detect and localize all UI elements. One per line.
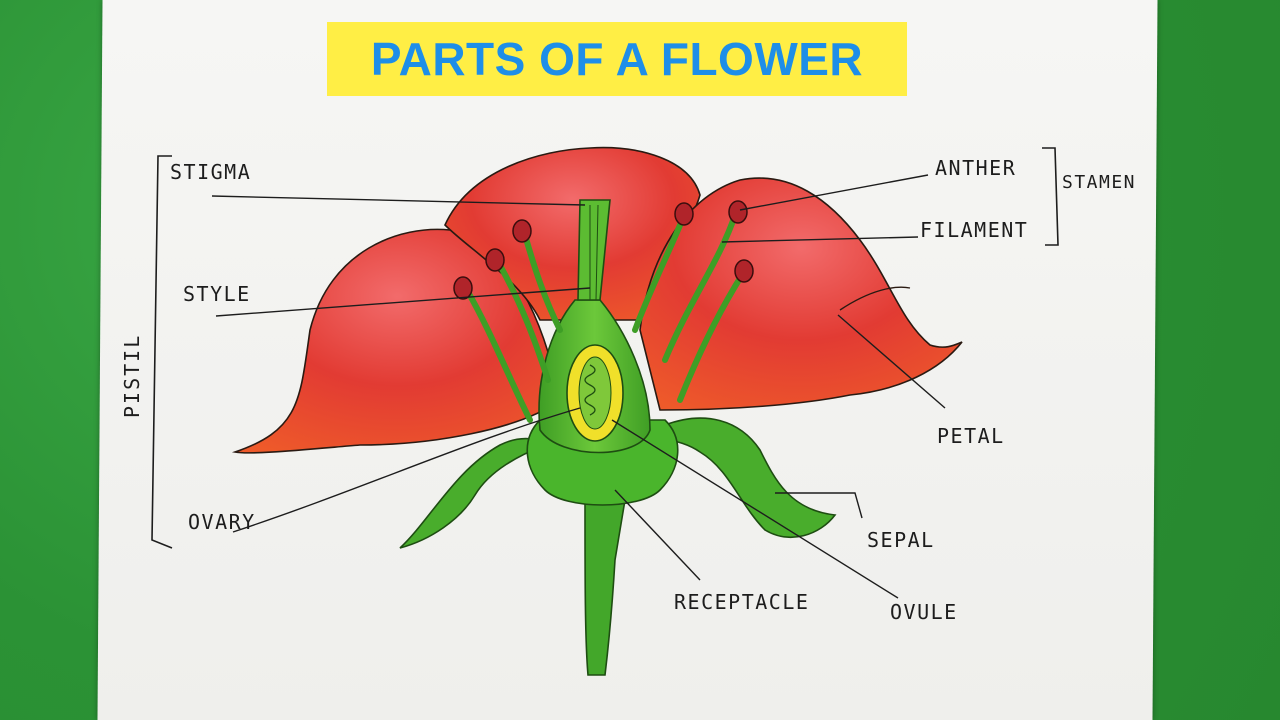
label-style: STYLE [183, 282, 251, 306]
stem [584, 499, 626, 676]
page-title: PARTS OF A FLOWER [370, 33, 864, 85]
sepal-left [399, 437, 547, 549]
pistil-bracket [151, 155, 173, 549]
label-stamen: STAMEN [1062, 172, 1137, 193]
stamen-bracket [1042, 147, 1059, 246]
label-anther: ANTHER [935, 156, 1017, 180]
label-sepal: SEPAL [867, 528, 935, 552]
leader-lines [211, 174, 946, 599]
label-pistil: PISTIL [120, 333, 144, 418]
title-highlight: PARTS OF A FLOWER [327, 22, 907, 96]
label-ovary: OVARY [188, 510, 256, 534]
sepal-right [664, 417, 837, 538]
anthers [453, 200, 754, 300]
filaments [465, 212, 745, 423]
label-petal: PETAL [937, 424, 1005, 448]
label-receptacle: RECEPTACLE [674, 590, 810, 614]
style [577, 199, 611, 301]
label-stigma: STIGMA [170, 160, 252, 184]
label-ovule: OVULE [890, 600, 958, 624]
ovary-inner [578, 356, 612, 430]
label-filament: FILAMENT [920, 218, 1029, 242]
ovules [584, 364, 596, 416]
